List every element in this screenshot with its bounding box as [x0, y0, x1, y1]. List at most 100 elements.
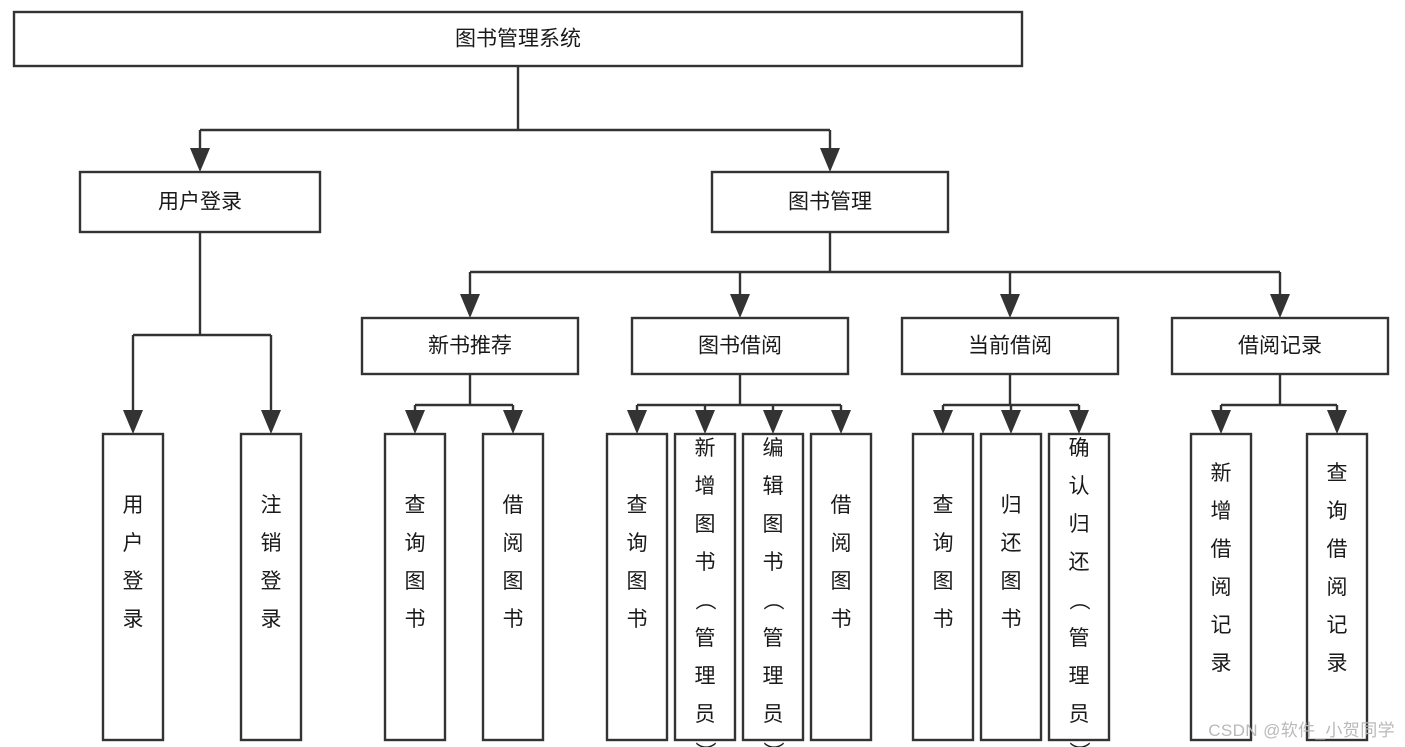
node-root[interactable]: 图书管理系统: [12, 10, 1024, 68]
vertical-char: 借: [831, 494, 852, 517]
node-current-borrow-box[interactable]: [900, 316, 1120, 376]
node-current-borrow[interactable]: 当前借阅: [900, 316, 1120, 376]
leaf-borrow-edit-book-box[interactable]: [741, 432, 805, 742]
leaf-current-confirm-return-box[interactable]: [1047, 432, 1111, 742]
vertical-char: 录: [123, 608, 144, 631]
vertical-char: 归: [1069, 513, 1090, 536]
leaf-logout-box[interactable]: [239, 432, 303, 742]
vertical-char: 理: [695, 665, 716, 688]
vertical-char: （: [693, 590, 716, 611]
vertical-char: 书: [405, 608, 426, 631]
vertical-char: 询: [405, 532, 426, 555]
leaf-user-login-label: 用户登录: [123, 494, 144, 631]
vertical-char: 查: [933, 494, 954, 517]
node-book-borrow-label: 图书借阅: [698, 335, 782, 358]
vertical-char: ）: [1067, 742, 1090, 747]
vertical-char: 记: [1211, 614, 1232, 637]
node-user-login[interactable]: 用户登录: [78, 170, 322, 234]
node-new-book-recommend[interactable]: 新书推荐: [360, 316, 580, 376]
node-book-management-box[interactable]: [710, 170, 950, 234]
vertical-char: 还: [1001, 532, 1022, 555]
vertical-char: 查: [405, 494, 426, 517]
vertical-char: 书: [627, 608, 648, 631]
vertical-char: 记: [1327, 614, 1348, 637]
vertical-char: 借: [1211, 538, 1232, 561]
leaf-current-return-book-box[interactable]: [979, 432, 1043, 742]
leaf-newbooks-query-book-box[interactable]: [383, 432, 447, 742]
vertical-char: 户: [123, 532, 144, 555]
vertical-char: 询: [627, 532, 648, 555]
vertical-char: 图: [695, 513, 716, 536]
vertical-char: 增: [1211, 500, 1232, 523]
vertical-char: 归: [1001, 494, 1022, 517]
node-borrow-records-box[interactable]: [1170, 316, 1390, 376]
vertical-char: 书: [503, 608, 524, 631]
arrow-head-book-mgmt: [820, 148, 840, 172]
vertical-char: 员: [763, 703, 784, 726]
leaf-records-add-record-box[interactable]: [1189, 432, 1253, 742]
leaf-borrow-borrow-book-box[interactable]: [809, 432, 873, 742]
arrow-head-current-borrow: [1000, 294, 1020, 318]
connector-layer: [123, 66, 1347, 434]
node-user-login-box[interactable]: [78, 170, 322, 234]
vertical-char: 用: [123, 494, 144, 517]
leaf-current-query-book-box[interactable]: [911, 432, 975, 742]
node-new-book-recommend-box[interactable]: [360, 316, 580, 376]
vertical-char: 理: [763, 665, 784, 688]
vertical-char: 管: [763, 627, 784, 650]
vertical-char: 员: [1069, 703, 1090, 726]
node-book-borrow[interactable]: 图书借阅: [630, 316, 850, 376]
arrow-head-currentborrow-leaf-3: [1069, 410, 1089, 434]
vertical-char: 书: [1001, 608, 1022, 631]
node-book-borrow-box[interactable]: [630, 316, 850, 376]
leaf-borrow-query-book-box[interactable]: [605, 432, 669, 742]
leaf-borrow-add-book-box[interactable]: [673, 432, 737, 742]
arrow-head-bookborrow-leaf-2: [695, 410, 715, 434]
vertical-char: 认: [1069, 475, 1090, 498]
leaf-records-query-record-box[interactable]: [1305, 432, 1369, 742]
node-root-box[interactable]: [12, 10, 1024, 68]
vertical-char: 增: [695, 475, 716, 498]
leaf-user-login-box[interactable]: [101, 432, 165, 742]
vertical-char: 编: [763, 437, 784, 460]
node-borrow-records[interactable]: 借阅记录: [1170, 316, 1390, 376]
arrow-head-records-leaf-2: [1327, 410, 1347, 434]
vertical-char: 借: [1327, 538, 1348, 561]
node-root-label: 图书管理系统: [455, 28, 581, 51]
node-book-management[interactable]: 图书管理: [710, 170, 950, 234]
leaf-user-login[interactable]: 用户登录: [101, 432, 165, 742]
node-user-login-label: 用户登录: [158, 191, 242, 214]
vertical-char: 辑: [763, 475, 784, 498]
vertical-char: 阅: [503, 532, 524, 555]
vertical-char: （: [1067, 590, 1090, 611]
arrow-head-user-login: [190, 148, 210, 172]
node-current-borrow-label: 当前借阅: [968, 335, 1052, 358]
leaf-newbooks-borrow-book-box[interactable]: [481, 432, 545, 742]
vertical-char: 员: [695, 703, 716, 726]
vertical-char: 借: [503, 494, 524, 517]
vertical-char: ）: [761, 742, 784, 747]
arrow-head-currentborrow-leaf-1: [933, 410, 953, 434]
arrow-head-bookborrow-leaf-1: [627, 410, 647, 434]
